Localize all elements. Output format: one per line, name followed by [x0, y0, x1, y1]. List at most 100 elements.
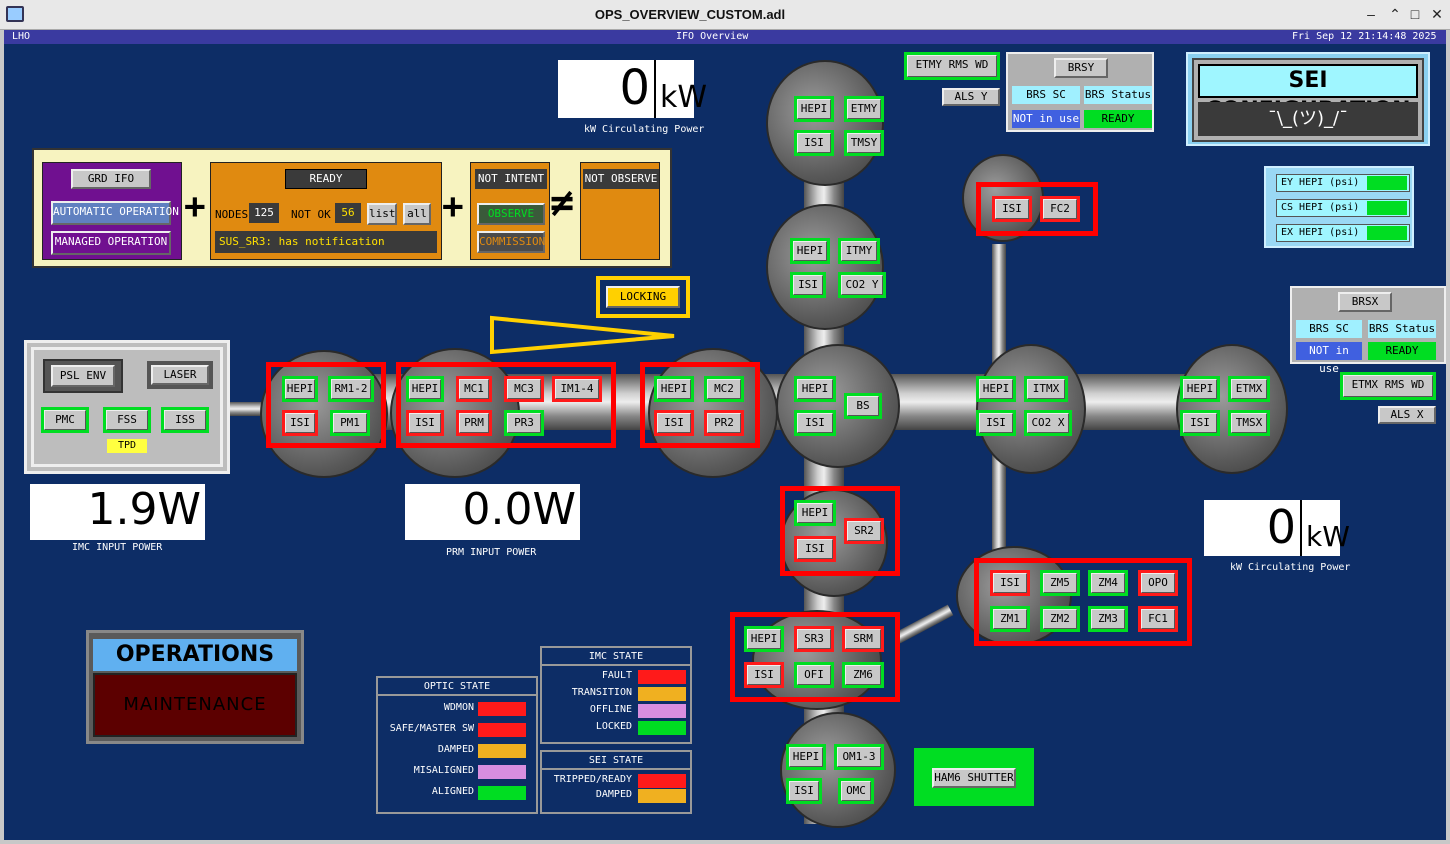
ham5-hepi-button[interactable]: HEPI	[747, 629, 781, 649]
optic-state-swatch	[478, 723, 526, 737]
info-bar: LHO IFO Overview Fri Sep 12 21:14:48 202…	[4, 30, 1446, 44]
als-x-button[interactable]: ALS X	[1378, 406, 1436, 424]
itmy-isi-button[interactable]: ISI	[793, 275, 823, 295]
ham3-hepi-button[interactable]: HEPI	[657, 379, 691, 399]
itmx-button[interactable]: ITMX	[1027, 379, 1065, 399]
als-y-button[interactable]: ALS Y	[942, 88, 1000, 106]
circ-power-right-unit: kW	[1306, 520, 1350, 553]
iss-button[interactable]: ISS	[164, 410, 206, 430]
im1-4-button[interactable]: IM1-4	[555, 379, 599, 399]
pmc-button[interactable]: PMC	[44, 410, 86, 430]
etmx-hepi-button[interactable]: HEPI	[1183, 379, 1217, 399]
etmy-rms-wd-button[interactable]: ETMY RMS WD	[907, 55, 997, 77]
tmsy-button[interactable]: TMSY	[847, 133, 881, 153]
ham3-isi-status: ISI	[654, 410, 694, 436]
mc2-status: MC2	[704, 376, 744, 402]
locking-button[interactable]: LOCKING	[606, 286, 680, 308]
bs-button[interactable]: BS	[847, 396, 879, 416]
bs-isi-button[interactable]: ISI	[797, 413, 833, 433]
ofi-button[interactable]: OFI	[797, 665, 831, 685]
zm6-button[interactable]: ZM6	[845, 665, 881, 685]
etmy-isi-button[interactable]: ISI	[797, 133, 831, 153]
ham2-hepi-button[interactable]: HEPI	[409, 379, 441, 399]
managed-operation-button[interactable]: MANAGED OPERATION	[51, 231, 171, 255]
ham4-isi-button[interactable]: ISI	[797, 539, 833, 559]
co2x-button[interactable]: CO2 X	[1027, 413, 1069, 433]
fc1-button[interactable]: FC1	[1141, 609, 1175, 629]
etmy-button[interactable]: ETMY	[847, 99, 881, 119]
pr3-button[interactable]: PR3	[507, 413, 541, 433]
brsy-button[interactable]: BRSY	[1054, 58, 1108, 78]
pr2-status: PR2	[704, 410, 744, 436]
ham7-isi-button[interactable]: ISI	[993, 573, 1027, 593]
minimize-button[interactable]: –	[1367, 6, 1375, 22]
cs-hepi-indicator	[1367, 201, 1407, 215]
laser-button[interactable]: LASER	[151, 365, 209, 385]
om1-3-status: OM1-3	[834, 744, 884, 770]
sr3-button[interactable]: SR3	[797, 629, 831, 649]
automatic-operation-button[interactable]: AUTOMATIC OPERATION	[51, 201, 179, 225]
itmy-button[interactable]: ITMY	[841, 241, 877, 261]
maximize-button[interactable]: □	[1410, 6, 1420, 22]
ham4-hepi-button[interactable]: HEPI	[797, 503, 833, 523]
fc-isi-button[interactable]: ISI	[995, 199, 1029, 219]
itmy-hepi-status: HEPI	[790, 238, 830, 264]
rm1-2-status: RM1-2	[328, 376, 374, 402]
collapse-icon[interactable]: ⌃	[1389, 6, 1401, 22]
ham3-isi-button[interactable]: ISI	[657, 413, 691, 433]
observe-button[interactable]: OBSERVE	[477, 203, 545, 225]
om1-3-button[interactable]: OM1-3	[837, 747, 881, 767]
prm-power-value: 0.0W	[462, 484, 576, 535]
ham1-isi-button[interactable]: ISI	[285, 413, 315, 433]
etmx-isi-button[interactable]: ISI	[1183, 413, 1217, 433]
pr2-button[interactable]: PR2	[707, 413, 741, 433]
ham5-isi-button[interactable]: ISI	[747, 665, 781, 685]
mc3-button[interactable]: MC3	[507, 379, 541, 399]
zm4-button[interactable]: ZM4	[1091, 573, 1125, 593]
zm5-button[interactable]: ZM5	[1043, 573, 1077, 593]
ham3-group	[640, 362, 760, 448]
sr2-button[interactable]: SR2	[847, 521, 881, 541]
ham6-hepi-button[interactable]: HEPI	[789, 747, 823, 767]
list-button[interactable]: list	[367, 203, 397, 225]
psl-env-button[interactable]: PSL ENV	[51, 365, 115, 387]
ham6-isi-button[interactable]: ISI	[789, 781, 819, 801]
brsx-button[interactable]: BRSX	[1338, 292, 1392, 312]
fss-button[interactable]: FSS	[106, 410, 148, 430]
zm2-button[interactable]: ZM2	[1043, 609, 1077, 629]
ham1-hepi-button[interactable]: HEPI	[285, 379, 315, 399]
srm-button[interactable]: SRM	[845, 629, 881, 649]
close-button[interactable]: ✕	[1431, 6, 1443, 22]
zm1-button[interactable]: ZM1	[993, 609, 1027, 629]
omc-button[interactable]: OMC	[841, 781, 871, 801]
brsy-sc-label: BRS SC	[1012, 86, 1080, 104]
mc1-button[interactable]: MC1	[459, 379, 489, 399]
etmy-hepi-button[interactable]: HEPI	[797, 99, 831, 119]
imc-state-swatch	[638, 704, 686, 718]
ham5-group	[730, 612, 900, 702]
etmx-status: ETMX	[1228, 376, 1270, 402]
grd-ifo-button[interactable]: GRD IFO	[71, 169, 151, 189]
circ-power-right-display: 0 kW	[1204, 500, 1350, 556]
all-button[interactable]: all	[403, 203, 431, 225]
tmsx-button[interactable]: TMSX	[1231, 413, 1267, 433]
prm-button[interactable]: PRM	[459, 413, 489, 433]
co2y-button[interactable]: CO2 Y	[841, 275, 883, 295]
bs-hepi-button[interactable]: HEPI	[797, 379, 833, 399]
site-label: LHO	[12, 31, 31, 42]
etmx-button[interactable]: ETMX	[1231, 379, 1267, 399]
commission-button[interactable]: COMMISSION	[477, 231, 545, 253]
fc2-button[interactable]: FC2	[1043, 199, 1077, 219]
itmx-isi-button[interactable]: ISI	[979, 413, 1013, 433]
bsc2-chamber	[776, 344, 900, 468]
opo-button[interactable]: OPO	[1141, 573, 1175, 593]
rm1-2-button[interactable]: RM1-2	[331, 379, 371, 399]
pm1-button[interactable]: PM1	[333, 413, 367, 433]
ham2-isi-button[interactable]: ISI	[409, 413, 441, 433]
itmx-hepi-button[interactable]: HEPI	[979, 379, 1013, 399]
mc2-button[interactable]: MC2	[707, 379, 741, 399]
ham6-shutter-button[interactable]: HAM6 SHUTTER	[932, 768, 1016, 788]
zm3-button[interactable]: ZM3	[1091, 609, 1125, 629]
itmy-hepi-button[interactable]: HEPI	[793, 241, 827, 261]
etmx-rms-wd-button[interactable]: ETMX RMS WD	[1343, 375, 1433, 397]
